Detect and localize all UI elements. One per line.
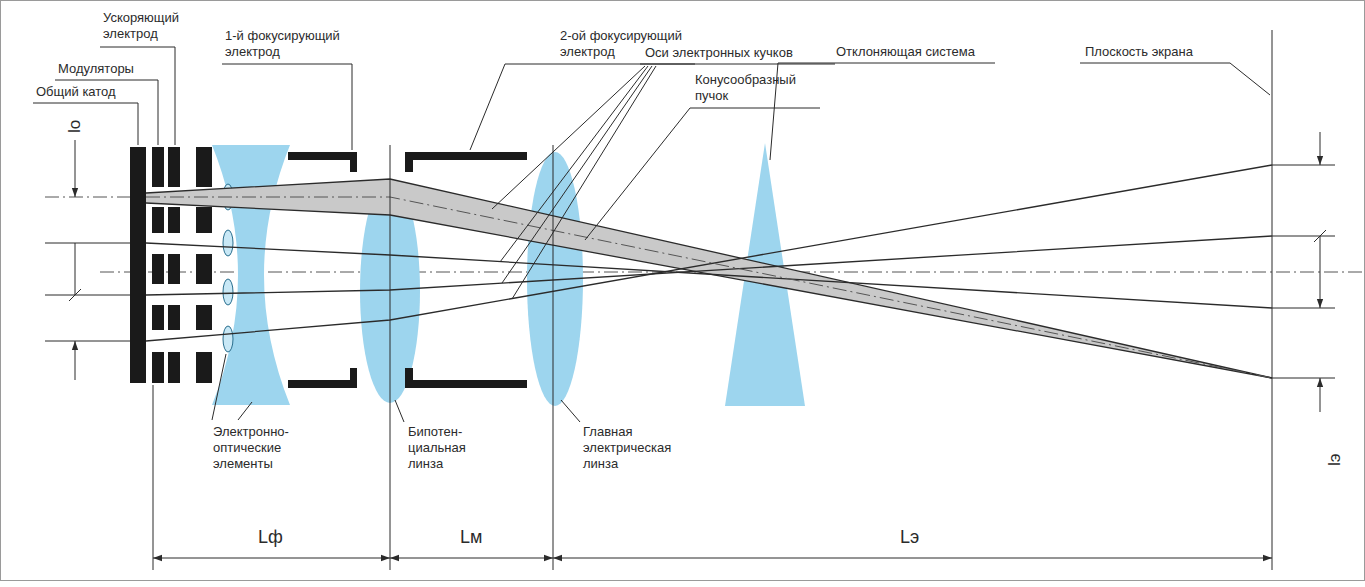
dimension-label: Lм <box>460 526 482 549</box>
part-label: Общий катод <box>36 84 116 100</box>
leader-lines <box>33 47 1270 422</box>
part-label: Электронно- оптические элементы <box>213 424 313 472</box>
dimension-lines <box>45 30 1335 570</box>
beam-lines <box>146 165 1272 378</box>
cathode <box>130 147 146 383</box>
dimension-label: lэ <box>1324 454 1345 466</box>
part-label: 1-й фокусирующий электрод <box>225 28 365 60</box>
part-label: Ускоряющий электрод <box>103 10 203 42</box>
part-label: Плоскость экрана <box>1085 44 1193 60</box>
electrode-blocks <box>152 147 212 383</box>
electron-optic-elements <box>223 184 233 352</box>
part-label: Оси электронных кучков <box>645 45 793 61</box>
cone-beam <box>146 179 1272 378</box>
beam-axis <box>146 197 1272 378</box>
part-label: Конусообразный пучок <box>695 72 815 104</box>
part-label: Отклоняющая система <box>836 44 975 60</box>
part-label: Главная электрическая линза <box>583 424 693 472</box>
dimension-label: Lф <box>258 526 283 549</box>
dimension-label: Lэ <box>900 526 919 549</box>
part-label: Модуляторы <box>58 61 134 77</box>
focusing-electrodes <box>288 152 527 388</box>
dimension-label: lо <box>64 120 85 133</box>
part-label: Бипотен- циальная линза <box>408 424 498 472</box>
